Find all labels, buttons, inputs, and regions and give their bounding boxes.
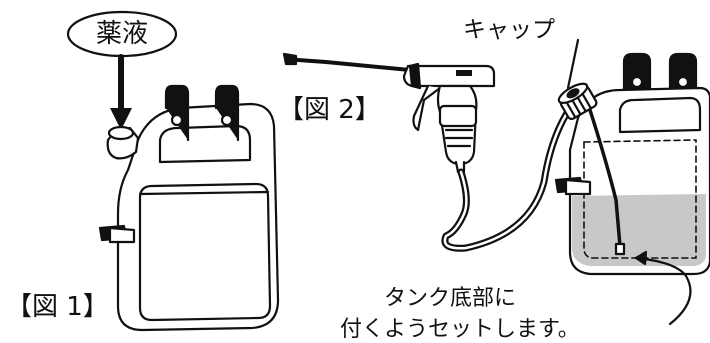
tank2-handle: [618, 96, 702, 134]
spray-gun-collar: [438, 104, 478, 128]
hose-inner: [443, 98, 578, 250]
tank1-panel-line: [138, 190, 270, 196]
tank2-inner-outline: [583, 139, 697, 259]
spray-gun-badge: [456, 70, 472, 76]
fill-arrow-head: [110, 108, 132, 130]
spray-wand: [288, 56, 412, 72]
tank1-body: [116, 102, 280, 332]
note-line-2: 付くようセットします。: [340, 317, 580, 342]
tank1-fill-cap: [107, 125, 135, 141]
tank2-inner-top: [583, 139, 697, 143]
cap-leader-line: [566, 38, 580, 90]
spray-gun-trigger: [412, 84, 442, 132]
tank1-strap-rivet-left: [170, 113, 184, 127]
spray-gun-rear: [408, 62, 422, 90]
suction-tube: [588, 108, 622, 248]
tank2-liquid: [572, 194, 706, 266]
suction-filter: [614, 242, 626, 256]
tank1-handle: [158, 124, 252, 164]
tank1-strap-right: [214, 84, 240, 142]
note-leader-arrowhead: [634, 250, 648, 266]
tank1-strap-rivet-right: [220, 113, 234, 127]
tank1-front-panel: [138, 182, 272, 322]
tank1-strap-left: [164, 84, 190, 142]
cap-label: キャップ: [463, 17, 555, 43]
figure1-illustration: [66, 10, 280, 332]
figure2-illustration: [282, 38, 710, 326]
note-line-1: タンク底部に: [384, 286, 517, 311]
tank1-bracket-clip: [108, 226, 136, 244]
tank2-strap-rivet-left: [630, 75, 644, 89]
tank2-strap-rivet-right: [676, 75, 690, 89]
cap-icon: [557, 82, 598, 121]
figure1-label: 【図 1】: [6, 292, 109, 322]
liquid-label: 薬液: [95, 19, 148, 49]
note-leader-line: [634, 256, 692, 326]
tank2-bracket-clip: [564, 178, 592, 196]
spray-nozzle: [282, 52, 298, 66]
figure2-label: 【図 2】: [278, 95, 381, 125]
